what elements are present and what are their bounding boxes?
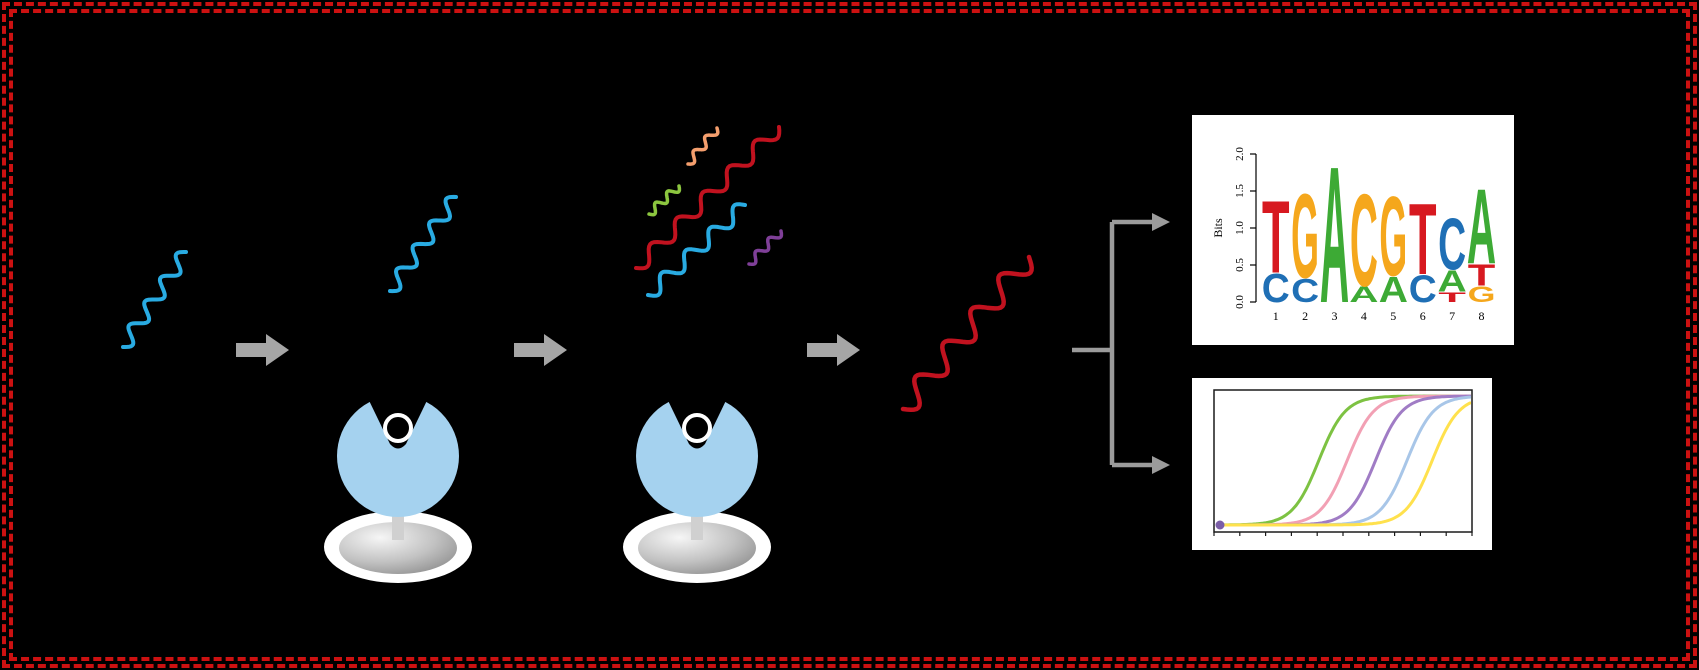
pool-strand-green: [647, 184, 682, 217]
logo-y-tick-label: 1.5: [1234, 184, 1246, 198]
logo-letter-T: T: [1468, 259, 1496, 293]
selected-aptamer-strand: [900, 254, 1034, 412]
logo-letter-A: A: [1437, 264, 1466, 298]
step-arrow-icon: [514, 334, 567, 366]
logo-letter-A: A: [1349, 282, 1378, 307]
target-molecule-icon: [383, 413, 413, 443]
logo-x-tick-label: 3: [1332, 309, 1338, 323]
logo-y-tick-label: 0.5: [1234, 258, 1246, 272]
library-strand: [121, 250, 188, 349]
logo-letter-A: A: [1320, 126, 1349, 343]
logo-letter-A: A: [1467, 168, 1496, 287]
sequence-logo-panel-background: [1192, 115, 1514, 345]
logo-x-tick-label: 4: [1361, 309, 1367, 323]
logo-x-tick-label: 5: [1390, 309, 1396, 323]
curve-start-marker: [1215, 520, 1225, 530]
logo-x-tick-label: 1: [1273, 309, 1279, 323]
protein-body: [636, 395, 758, 517]
bead-base: [339, 522, 457, 574]
readout-branch-group: [1072, 213, 1170, 474]
branch-connector: [1072, 219, 1152, 468]
logo-y-axis-label: Bits: [1211, 218, 1225, 238]
logo-letter-G: G: [1468, 283, 1496, 308]
amplification-plot: [1213, 389, 1473, 536]
branch-arrowhead-top: [1152, 213, 1170, 231]
logo-letter-C: C: [1409, 268, 1437, 311]
step-arrow-icon: [236, 334, 289, 366]
pool-strand-red: [634, 125, 782, 271]
logo-x-tick-label: 2: [1302, 309, 1308, 323]
logo-letter-C: C: [1350, 166, 1378, 314]
logo-letter-T: T: [1409, 182, 1437, 296]
protein-body: [337, 395, 459, 517]
logo-letter-C: C: [1438, 205, 1466, 286]
pool-strand-cyan: [646, 202, 747, 298]
logo-y-tick-label: 2.0: [1234, 147, 1246, 161]
logo-letter-A: A: [1379, 270, 1408, 311]
binding-pocket: [362, 386, 434, 449]
binding-pool-stage-group: [623, 125, 784, 583]
step-arrows-group: [236, 334, 860, 366]
logo-letter-G: G: [1379, 173, 1407, 300]
selected-aptamer-group: [900, 254, 1034, 412]
branch-arrowhead-bottom: [1152, 456, 1170, 474]
amplification-plot-panel: [1192, 378, 1492, 550]
pool-strand-orange: [686, 126, 720, 166]
logo-letter-C: C: [1262, 266, 1290, 311]
pool-strand-purple: [747, 229, 784, 267]
library-strand-group: [121, 250, 188, 349]
target-molecule-icon: [682, 413, 712, 443]
logo-x-tick-label: 7: [1449, 309, 1455, 323]
logo-x-tick-label: 8: [1479, 309, 1485, 323]
amplification-panel-background: [1192, 378, 1492, 550]
logo-x-tick-label: 6: [1420, 309, 1426, 323]
logo-letter-C: C: [1291, 272, 1319, 310]
amplification-curve: [1216, 401, 1471, 527]
logo-y-tick-label: 1.0: [1234, 221, 1246, 235]
binding-pocket: [661, 386, 733, 449]
incubation-stage-group: [324, 194, 472, 583]
logo-y-tick-label: 0.0: [1234, 295, 1246, 309]
logo-letter-T: T: [1438, 290, 1466, 306]
logo-letter-G: G: [1291, 169, 1319, 303]
logo-axis: 0.0 0.5 1.0 1.5 2.0 1 2 3 4 5 6 7 8: [1234, 147, 1485, 323]
amplification-curves: [1216, 394, 1471, 527]
library-strand: [388, 194, 458, 294]
bead-base: [638, 522, 756, 574]
logo-letter-T: T: [1262, 179, 1290, 294]
step-arrow-icon: [807, 334, 860, 366]
